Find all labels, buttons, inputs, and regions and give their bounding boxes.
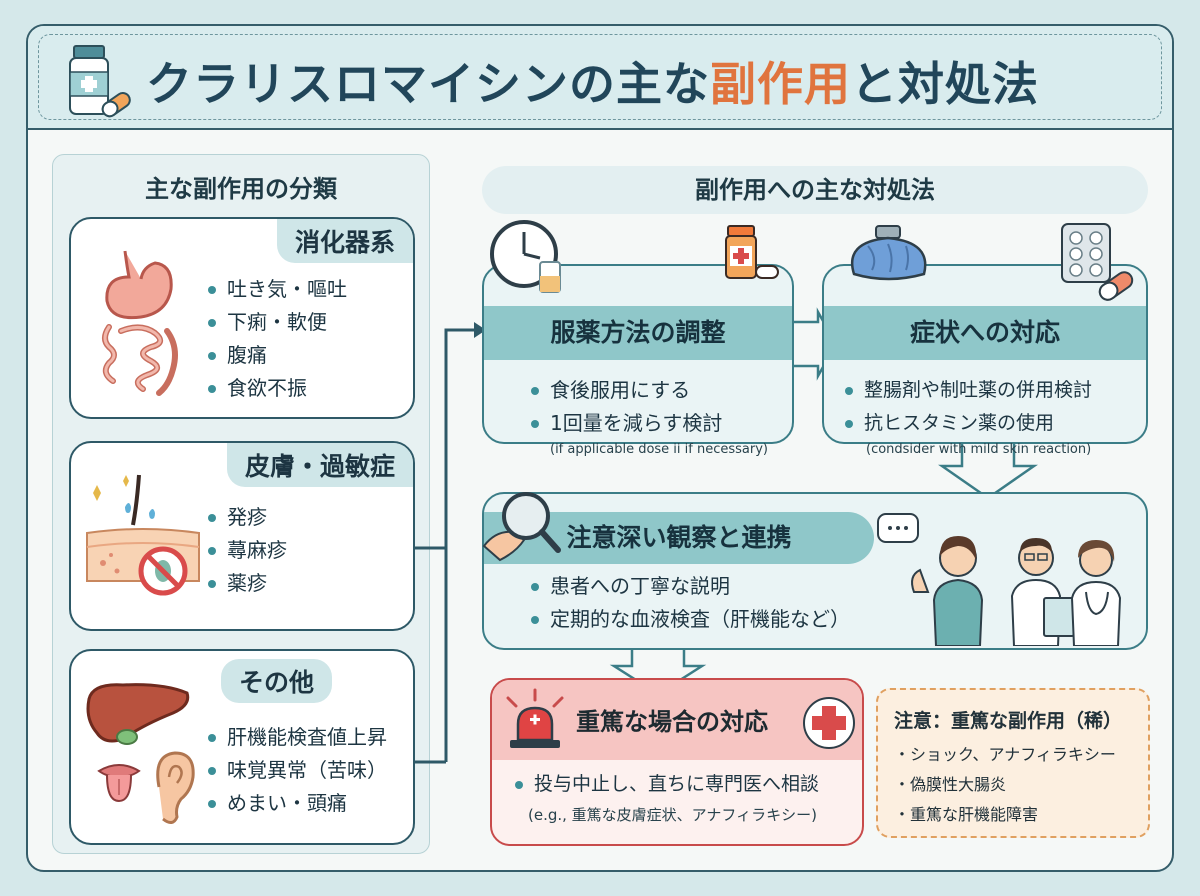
list-item: めまい・頭痛 (205, 787, 387, 820)
list-item: 腹痛 (205, 339, 347, 372)
category-other-card: その他 肝機能検査値上昇 味覚異常（苦味） めまい・頭痛 (69, 649, 415, 845)
list-item: ・重篤な肝機能障害 (894, 805, 1039, 824)
list-item: 吐き気・嘔吐 (205, 273, 347, 306)
symptom-response-box: 症状への対応 整腸剤や制吐薬の併用検討 抗ヒスタミン薬の使用 (condside… (822, 264, 1148, 457)
medicine-bottle-icon (69, 45, 131, 118)
severe-response-box: 重篤な場合の対応 投与中止し、直ちに専門医へ相談 (e.g., 重篤な皮膚症状、… (490, 678, 864, 846)
other-list: 肝機能検査値上昇 味覚異常（苦味） めまい・頭痛 (205, 721, 387, 820)
dose-adjust-list: 食後服用にする 1回量を減らす検討 (528, 374, 722, 440)
tongue-icon (97, 764, 141, 803)
digestive-list: 吐き気・嘔吐 下痢・軟便 腹痛 食欲不振 (205, 273, 347, 405)
list-item: 定期的な血液検査（肝機能など） (528, 603, 850, 636)
header: クラリスロマイシンの主な副作用と対処法 (28, 26, 1172, 130)
ear-icon (156, 751, 195, 824)
symptom-response-list: 整腸剤や制吐薬の併用検討 抗ヒスタミン薬の使用 (842, 374, 1092, 440)
category-skin-card: 皮膚・過敏症 発疹 蕁麻疹 薬疹 (69, 441, 415, 631)
medicine-bottle-icon (725, 225, 779, 279)
category-digestive-label: 消化器系 (276, 219, 413, 263)
ice-pack-icon (850, 225, 927, 281)
list-item: 味覚異常（苦味） (205, 754, 387, 787)
category-other-label: その他 (221, 659, 333, 703)
warning-list: ・ショック、アナフィラキシー ・偽膜性大腸炎 ・重篤な肝機能障害 (894, 740, 1116, 830)
pills-icon (1061, 223, 1134, 301)
infographic-frame: クラリスロマイシンの主な副作用と対処法 主な副作用の分類 消化器系 吐き気・嘔吐 (26, 24, 1174, 872)
symptom-response-note: (condsider with mild skin reaction) (866, 442, 1092, 457)
list-item: 肝機能検査値上昇 (205, 721, 387, 754)
list-item: 下痢・軟便 (205, 306, 347, 339)
skin-rash-icon (86, 474, 200, 596)
observation-list: 患者への丁寧な説明 定期的な血液検査（肝機能など） (528, 570, 850, 636)
severe-response-note: (e.g., 重篤な皮膚症状、アナフィラキシー) (528, 806, 817, 824)
severe-response-title: 重篤な場合の対応 (576, 708, 768, 736)
page-title: クラリスロマイシンの主な副作用と対処法 (146, 57, 1039, 111)
list-item: 1回量を減らす検討 (528, 407, 722, 440)
skin-list: 発疹 蕁麻疹 薬疹 (205, 501, 287, 600)
list-item: 蕁麻疹 (205, 534, 287, 567)
side-effect-categories-panel: 主な副作用の分類 消化器系 吐き気・嘔吐 下痢・軟便 腹痛 (52, 154, 430, 854)
list-item: 投与中止し、直ちに専門医へ相談 (512, 768, 819, 801)
medical-team-icon (877, 513, 1122, 646)
list-item: 食後服用にする (528, 374, 722, 407)
categories-heading: 主な副作用の分類 (145, 175, 337, 203)
remedies-heading: 副作用への主な対処法 (482, 166, 1148, 214)
alarm-light-icon (506, 688, 564, 748)
list-item: ・ショック、アナフィラキシー (894, 745, 1116, 764)
first-aid-icon (803, 697, 855, 749)
magnifier-icon (482, 492, 561, 562)
category-digestive-card: 消化器系 吐き気・嘔吐 下痢・軟便 腹痛 食欲不振 (69, 217, 415, 419)
list-item: ・偽膜性大腸炎 (894, 775, 1007, 794)
severe-response-list: 投与中止し、直ちに専門医へ相談 (512, 768, 819, 801)
list-item: 整腸剤や制吐薬の併用検討 (842, 374, 1092, 407)
dose-adjust-title: 服薬方法の調整 (484, 306, 792, 360)
clock-icon (490, 220, 561, 293)
warning-title: 注意：重篤な副作用（稀） (894, 710, 1123, 732)
title-highlight: 副作用 (710, 57, 851, 111)
dose-adjust-box: 服薬方法の調整 食後服用にする 1回量を減らす検討 (if applicable… (482, 264, 794, 457)
list-item: 患者への丁寧な説明 (528, 570, 850, 603)
category-skin-label: 皮膚・過敏症 (226, 443, 413, 487)
liver-icon (86, 683, 190, 745)
dose-adjust-note: (if applicable dose ii if necessary) (550, 442, 768, 457)
severe-warning-box: 注意：重篤な副作用（稀） ・ショック、アナフィラキシー ・偽膜性大腸炎 ・重篤な… (876, 688, 1150, 838)
symptom-response-title: 症状への対応 (824, 306, 1146, 360)
list-item: 薬疹 (205, 567, 287, 600)
list-item: 発疹 (205, 501, 287, 534)
stomach-intestine-icon (102, 250, 178, 396)
list-item: 食欲不振 (205, 372, 347, 405)
list-item: 抗ヒスタミン薬の使用 (842, 407, 1092, 440)
